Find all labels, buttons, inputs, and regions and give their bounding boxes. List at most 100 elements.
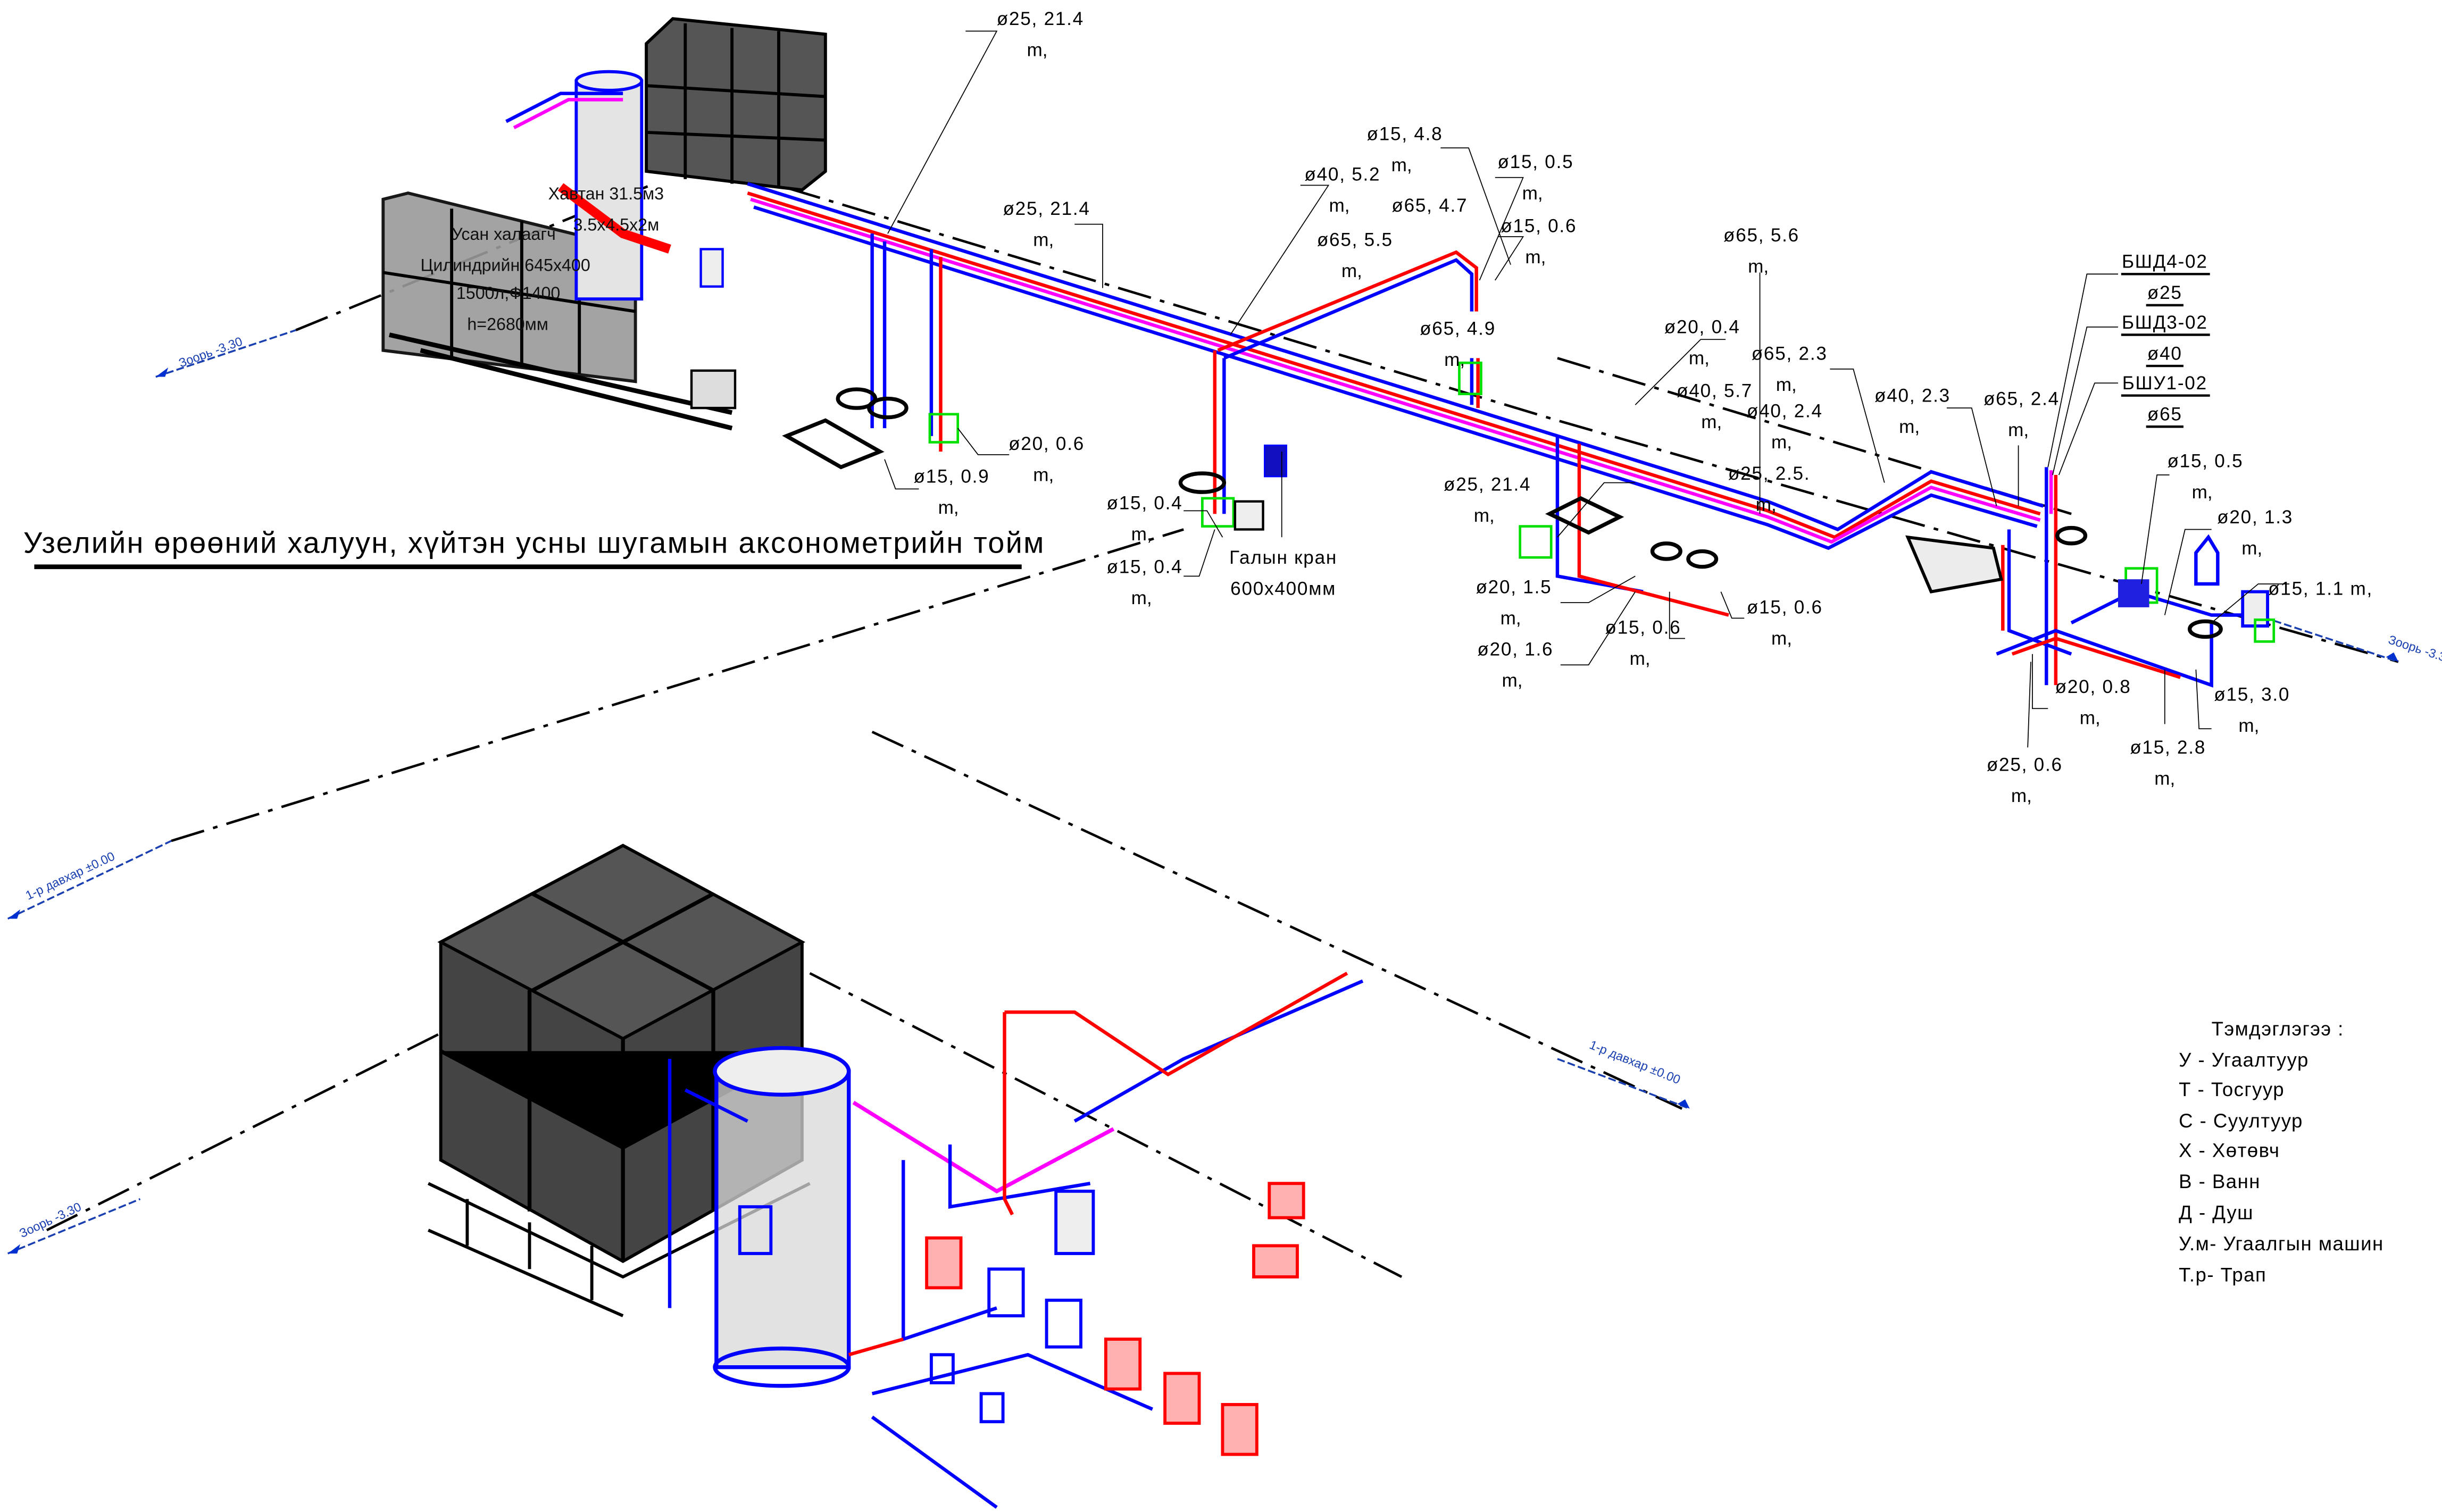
legend-item: В - Ванн bbox=[2179, 1171, 2261, 1192]
pipe-length-unit: m, bbox=[1474, 505, 1495, 526]
main-pipe-trunk bbox=[505, 91, 2243, 688]
pipe-labels: ø25, 21.4 m, ø25, 21.4 m, ø15, 4.8 m, ø40, 5.2… bbox=[914, 9, 2373, 806]
pipe-length-unit: m, bbox=[1899, 416, 1920, 437]
pipe-size-label: ø20, 0.6 bbox=[1009, 433, 1085, 454]
pipe-length-unit: m, bbox=[938, 497, 959, 518]
pipe-size-label: ø65, 5.5 bbox=[1317, 230, 1393, 250]
legend-item: Х - Хөтөвч bbox=[2179, 1139, 2280, 1161]
leader-lines bbox=[884, 30, 2290, 748]
pipe-length-unit: m, bbox=[1525, 247, 1546, 268]
pipe-length-unit: m, bbox=[2192, 482, 2213, 503]
storage-tank-upper bbox=[381, 17, 827, 431]
pipe-size-label: ø40, 5.2 bbox=[1304, 164, 1380, 185]
riser-dia: ø25 bbox=[2147, 282, 2182, 303]
riser-code: БШД4-02 bbox=[2122, 252, 2208, 272]
pipe-size-label: ø40, 5.7 bbox=[1677, 381, 1753, 402]
pipe-size-label: ø65, 5.6 bbox=[1723, 225, 1799, 246]
pipe-size-label: ø15, 0.5 bbox=[1497, 152, 1573, 172]
pipe-length-unit: m, bbox=[1701, 412, 1722, 432]
pipe-length-unit: m, bbox=[1341, 261, 1362, 281]
pipe-size-label: ø25, 21.4 bbox=[1444, 474, 1531, 495]
pipe-size-label: ø15, 0.6 bbox=[1747, 597, 1823, 618]
pipe-size-label: ø15, 0.6 bbox=[1605, 617, 1681, 638]
pipe-length-unit: m, bbox=[1522, 183, 1543, 204]
tank-notes: Усан халаагч Цилиндрийн 645х400 1500л,Ф1… bbox=[421, 184, 664, 334]
pipe-size-label: ø40, 2.4 bbox=[1747, 401, 1823, 422]
drawing-title: Узелийн өрөөний халуун, хүйтэн усны шуга… bbox=[23, 526, 1045, 559]
legend-item: У - Угаалтуур bbox=[2179, 1049, 2309, 1071]
pipe-size-label: ø25, 21.4 bbox=[997, 9, 1084, 29]
water-heater-upper bbox=[557, 70, 724, 301]
pipe-length-unit: m, bbox=[1033, 465, 1054, 486]
tank-note: Усан халаагч bbox=[452, 224, 556, 244]
fire-hydrant-size: 600x400мм bbox=[1230, 578, 1336, 599]
tank-note: h=2680мм bbox=[467, 315, 548, 334]
pipe-length-unit: m, bbox=[2238, 715, 2259, 736]
pipe-size-label: ø15, 3.0 bbox=[2214, 684, 2290, 705]
pipe-length-unit: m, bbox=[2011, 786, 2032, 806]
pipe-length-unit: m, bbox=[1502, 670, 1523, 691]
pipe-size-label: ø15, 0.4 bbox=[1107, 492, 1183, 513]
pipe-size-label: ø25, 21.4 bbox=[1003, 198, 1090, 219]
riser-code: БШУ1-02 bbox=[2122, 373, 2207, 394]
elevation-label: 1-р давхар ±0.00 bbox=[1588, 1038, 1682, 1087]
elevation-label: 1-р давхар ±0.00 bbox=[23, 849, 117, 902]
pipe-length-unit: m, bbox=[1756, 494, 1777, 515]
elevation-label: Зоорь -3.30 bbox=[177, 334, 244, 370]
tank-note: Цилиндрийн 645х400 bbox=[421, 255, 590, 274]
pipe-size-label: ø15, 2.8 bbox=[2130, 737, 2206, 758]
tank-note: 1500л,Ф1400 bbox=[456, 283, 560, 303]
pipe-size-label: ø65, 2.3 bbox=[1752, 343, 1828, 364]
pumps bbox=[925, 1182, 1305, 1456]
riser-code: БШД3-02 bbox=[2122, 312, 2208, 333]
legend-item: Т - Тосгуур bbox=[2179, 1079, 2285, 1100]
riser-dia: ø65 bbox=[2147, 404, 2182, 425]
fire-hydrant-name: Галын кран bbox=[1229, 547, 1337, 568]
pipe-size-label: ø15, 0.9 bbox=[914, 466, 990, 487]
pipe-size-label: ø25, 2.5. bbox=[1728, 463, 1810, 484]
legend-item: Д - Душ bbox=[2179, 1202, 2254, 1224]
pipe-size-label: ø15, 0.4 bbox=[1107, 556, 1183, 577]
axis-lines bbox=[7, 170, 2399, 1278]
pipe-length-unit: m, bbox=[1776, 374, 1797, 395]
pipe-size-label: ø20, 0.4 bbox=[1664, 317, 1740, 338]
pipe-size-label: ø20, 1.6 bbox=[1477, 639, 1553, 660]
pipe-length-unit: m, bbox=[1630, 648, 1651, 669]
lower-tank-room bbox=[427, 843, 1364, 1509]
pipe-size-label: ø15, 0.6 bbox=[1501, 215, 1577, 236]
pipe-length-unit: m, bbox=[1444, 349, 1465, 370]
legend: Тэмдэглэгээ : У - Угаалтуур Т - Тосгуур … bbox=[2179, 1018, 2383, 1286]
pipe-length-unit: m, bbox=[2008, 420, 2029, 440]
pipe-size-label: ø65, 2.4 bbox=[1983, 388, 2060, 409]
pipe-length-unit: m, bbox=[1689, 348, 1710, 369]
pipe-length-unit: m, bbox=[1748, 256, 1769, 277]
pipe-length-unit: m, bbox=[1771, 628, 1792, 649]
pipe-size-label: ø20, 1.3 bbox=[2217, 507, 2293, 528]
legend-item: С - Суултуур bbox=[2179, 1110, 2303, 1132]
legend-item: Т.р- Трап bbox=[2179, 1264, 2266, 1286]
riser-labels: БШД4-02 ø25 БШД3-02 ø40 БШУ1-02 ø65 bbox=[2121, 252, 2210, 428]
pipe-size-label: ø40, 2.3 bbox=[1874, 385, 1951, 406]
pipe-length-unit: m, bbox=[1501, 608, 1521, 629]
pipe-length-unit: m, bbox=[1131, 588, 1152, 608]
pipe-size-label: ø15, 1.1 m, bbox=[2268, 578, 2373, 599]
pipe-size-label: ø20, 0.8 bbox=[2055, 676, 2131, 697]
pipe-size-label: ø15, 0.5 bbox=[2167, 450, 2243, 471]
tank-note: Хавтан 31.5м3 bbox=[548, 184, 664, 203]
pipe-size-label: ø65, 4.7 bbox=[1391, 195, 1468, 216]
pipe-length-unit: m, bbox=[1033, 230, 1054, 250]
pipe-length-unit: m, bbox=[2154, 768, 2175, 789]
legend-item: У.м- Угаалгын машин bbox=[2179, 1233, 2383, 1255]
pipe-length-unit: m, bbox=[2241, 538, 2262, 558]
pipe-length-unit: m, bbox=[1771, 432, 1792, 453]
pipe-length-unit: m, bbox=[2080, 707, 2101, 728]
pipe-size-label: ø15, 4.8 bbox=[1367, 124, 1443, 145]
fixtures bbox=[782, 361, 2276, 643]
pipe-length-unit: m, bbox=[1131, 524, 1152, 545]
tank-note: 3.5x4.5x2м bbox=[573, 215, 659, 234]
legend-title: Тэмдэглэгээ : bbox=[2212, 1018, 2344, 1040]
pipe-length-unit: m, bbox=[1391, 155, 1412, 176]
pipe-size-label: ø65, 4.9 bbox=[1420, 319, 1496, 339]
pipe-length-unit: m, bbox=[1027, 39, 1047, 60]
